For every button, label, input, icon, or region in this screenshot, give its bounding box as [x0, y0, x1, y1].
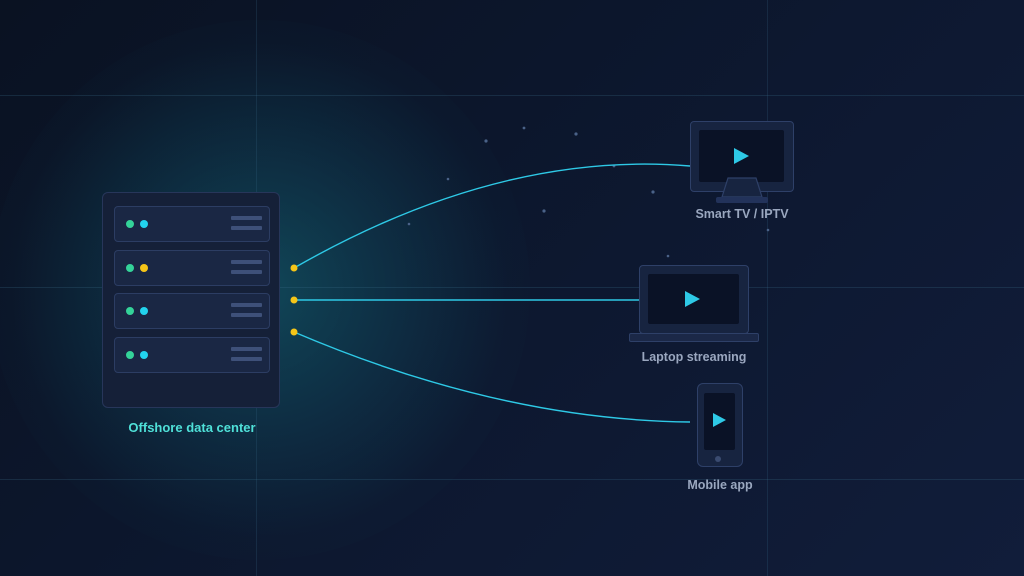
play-icon	[734, 148, 749, 164]
status-led-icon	[140, 264, 148, 272]
server-unit	[114, 337, 270, 373]
server-label: Offshore data center	[128, 420, 256, 435]
server-unit	[114, 250, 270, 286]
particle-dot	[407, 222, 411, 226]
server-unit	[114, 206, 270, 242]
server-unit	[114, 293, 270, 329]
phone-label: Mobile app	[687, 478, 753, 492]
particle-dots	[407, 126, 770, 258]
status-led-icon	[126, 264, 134, 272]
vent-bar	[231, 313, 262, 317]
status-led-icon	[126, 351, 134, 359]
grid-line	[767, 0, 768, 576]
particle-dot	[542, 209, 546, 213]
status-led-icon	[140, 307, 148, 315]
phone-screen	[704, 393, 735, 450]
vent-bar	[231, 303, 262, 307]
vent-bar	[231, 347, 262, 351]
particle-dot	[766, 228, 770, 232]
particle-dot	[574, 132, 578, 136]
grid-line	[0, 95, 1024, 96]
connection-line-tv	[293, 163, 691, 269]
connector-node	[290, 296, 298, 304]
laptop-label: Laptop streaming	[641, 350, 747, 364]
tv-label: Smart TV / IPTV	[695, 207, 789, 221]
play-icon	[713, 413, 726, 427]
vent-bar	[231, 357, 262, 361]
grid-line	[0, 287, 1024, 288]
vent-bar	[231, 216, 262, 220]
vent-bar	[231, 270, 262, 274]
server-rack-icon	[102, 192, 280, 408]
status-led-icon	[126, 220, 134, 228]
connector-node	[290, 264, 298, 272]
particle-dot	[666, 254, 670, 258]
tv-icon	[690, 121, 794, 192]
vent-bar	[231, 226, 262, 230]
status-led-icon	[140, 220, 148, 228]
particle-dot	[446, 177, 450, 181]
status-led-icon	[126, 307, 134, 315]
smartphone-icon	[697, 383, 743, 467]
tv-screen	[699, 130, 784, 182]
particle-dot	[484, 139, 488, 143]
connection-line-phone	[293, 331, 691, 423]
laptop-screen	[648, 274, 739, 324]
vent-bar	[231, 260, 262, 264]
particle-dot	[651, 190, 655, 194]
connector-node	[290, 328, 298, 336]
home-button-icon	[715, 456, 721, 462]
play-icon	[685, 291, 700, 307]
particle-dot	[522, 126, 526, 130]
grid-line	[0, 479, 1024, 480]
laptop-keyboard-base	[629, 333, 759, 342]
laptop-icon	[639, 265, 749, 334]
status-led-icon	[140, 351, 148, 359]
